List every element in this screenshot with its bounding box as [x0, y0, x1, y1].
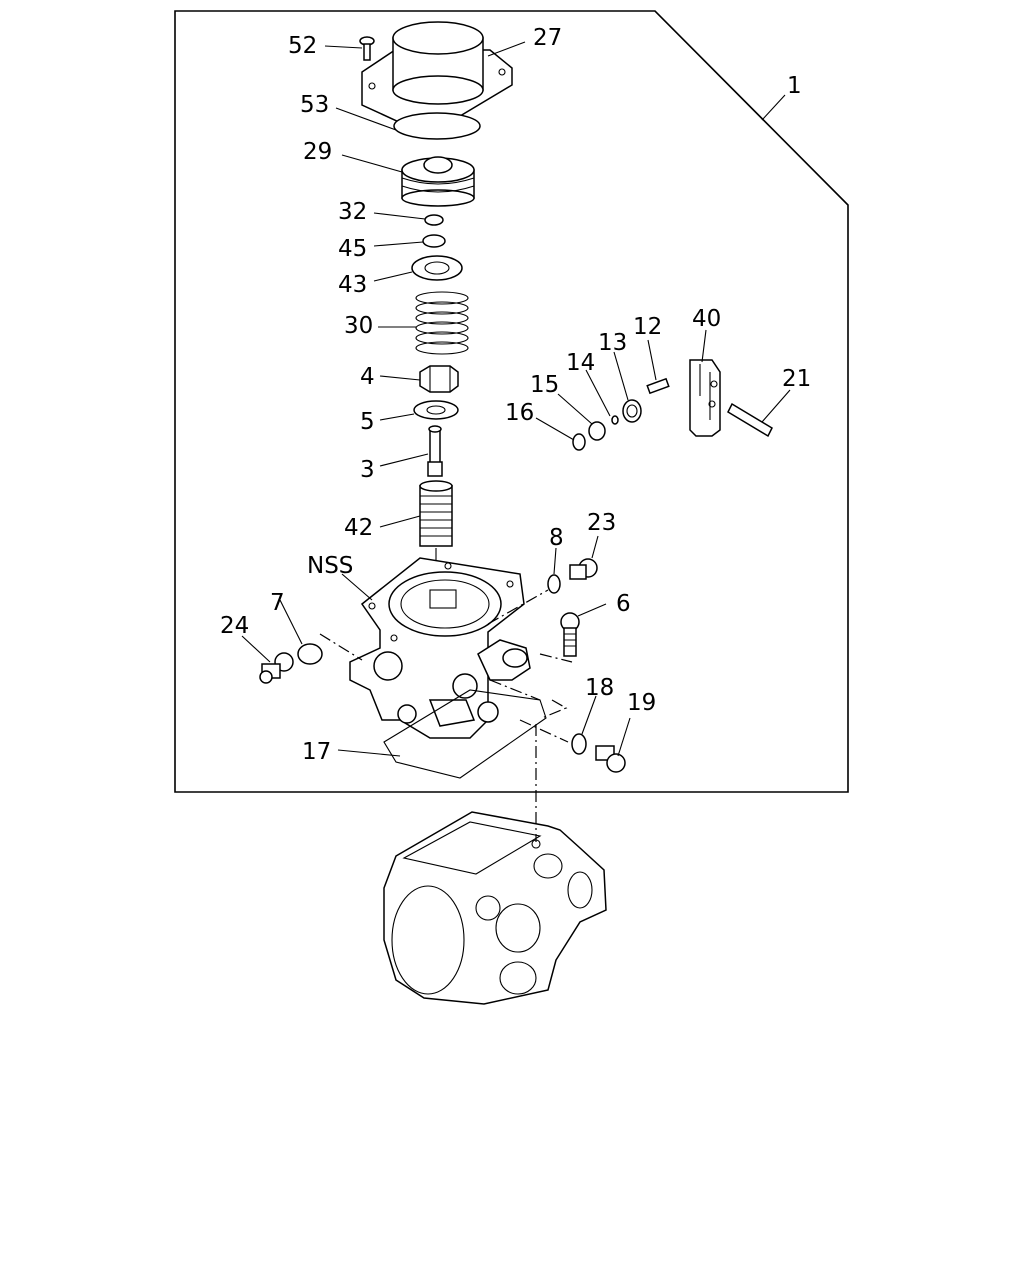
callout-labels: 1 52 27 53 29 32 45 43 30 4 5 3 42 NSS 7…: [220, 25, 811, 765]
part-27-cover: [361, 21, 513, 129]
callout-52: 52: [288, 33, 317, 59]
part-4-nut: [419, 365, 459, 393]
callout-29: 29: [303, 139, 332, 165]
part-19-screw: [595, 745, 626, 773]
lower-pump-housing: [383, 811, 607, 1005]
callout-4: 4: [360, 364, 375, 390]
callout-12: 12: [633, 314, 662, 340]
part-3-valve: [427, 425, 443, 477]
callout-8: 8: [549, 525, 564, 551]
part-16-ring: [572, 433, 586, 451]
assembly-dashed-lines: [319, 589, 573, 842]
part-21-pin: [727, 402, 773, 438]
callout-15: 15: [530, 372, 559, 398]
part-14-ball: [611, 415, 619, 425]
callout-14: 14: [566, 350, 595, 376]
callout-32: 32: [338, 199, 367, 225]
callout-40: 40: [692, 306, 721, 332]
callout-19: 19: [627, 690, 656, 716]
part-13-spring: [622, 399, 642, 423]
callout-18: 18: [585, 675, 614, 701]
part-30-spring: [415, 291, 469, 355]
callout-7: 7: [270, 590, 285, 616]
part-52-screw: [359, 36, 375, 61]
part-15-plug: [588, 421, 606, 441]
callout-nss: NSS: [307, 553, 353, 579]
callout-17: 17: [302, 739, 331, 765]
part-8-washer: [547, 574, 561, 594]
part-45-washer: [422, 234, 446, 248]
callout-6: 6: [616, 591, 631, 617]
callout-42: 42: [344, 515, 373, 541]
callout-53: 53: [300, 92, 329, 118]
callout-21: 21: [782, 366, 811, 392]
leader-lines: [241, 41, 791, 757]
callout-16: 16: [505, 400, 534, 426]
part-23-screw: [569, 558, 598, 580]
part-32-ring: [424, 214, 444, 226]
callout-23: 23: [587, 510, 616, 536]
part-40-lever: [689, 359, 721, 437]
part-7-cap: [297, 643, 323, 665]
callout-1: 1: [787, 73, 802, 99]
part-12-pin: [646, 377, 670, 395]
callout-24: 24: [220, 613, 249, 639]
callout-30: 30: [344, 313, 373, 339]
part-18-washer: [571, 733, 587, 755]
part-6-bolt: [560, 612, 580, 657]
part-24-screw: [259, 652, 294, 684]
callout-45: 45: [338, 236, 367, 262]
part-42-bellows: [419, 480, 453, 547]
callout-3: 3: [360, 457, 375, 483]
assembly-boundary: [174, 10, 849, 793]
housing-nss: [349, 557, 531, 739]
part-43-spring-seat: [411, 255, 463, 281]
callout-5: 5: [360, 409, 375, 435]
part-5-washer: [413, 400, 459, 420]
part-29-diaphragm: [401, 156, 475, 207]
part-53-o-ring: [393, 112, 481, 140]
part-17-gasket: [383, 689, 547, 779]
callout-13: 13: [598, 330, 627, 356]
callout-43: 43: [338, 272, 367, 298]
callout-27: 27: [533, 25, 562, 51]
